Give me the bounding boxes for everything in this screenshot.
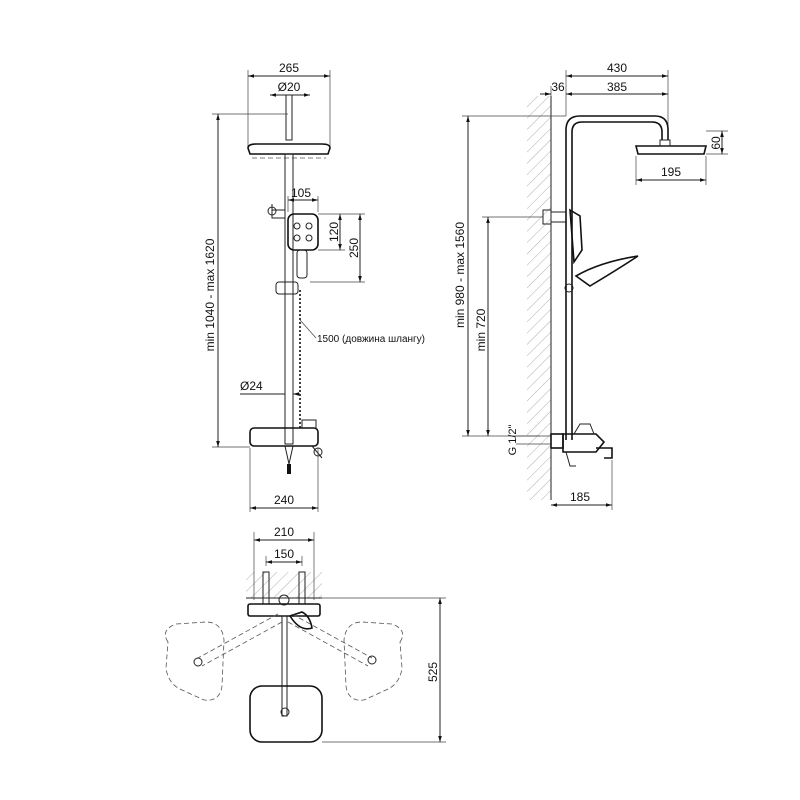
side-bracket-height-label: min 720 [474,308,488,351]
top-wall [246,572,322,598]
top-spout [288,611,313,630]
side-riser [565,115,669,440]
slider-bracket [275,281,299,295]
top-mixer [247,603,321,617]
top-projection-label: 525 [426,662,440,682]
front-pipe-diameter-label: Ø24 [240,379,263,393]
side-mixer [562,433,606,453]
side-hand-shower-flip [574,255,639,287]
side-view: 430 36 385 60 195 min 980 - max 1560 [453,61,728,510]
front-handshower-width-label: 105 [291,186,311,200]
front-view: 265 Ø20 105 120 250 [203,61,425,512]
side-shower-head [634,145,708,155]
side-arm-length-label: 385 [607,80,627,94]
front-handshower-total-label: 250 [347,238,361,258]
front-mixer-width-label: 240 [274,493,294,507]
front-handshower-height-label: 120 [327,222,341,242]
front-hose-length-label: 1500 (довжина шлангу) [317,334,425,345]
top-head-right [343,621,404,701]
shower-head [247,143,331,155]
wall [527,96,551,500]
mixer-body [249,427,319,447]
side-head-height-label: 60 [709,136,723,150]
front-head-width-label: 265 [279,61,299,75]
side-thread-label: G 1/2" [507,425,519,456]
top-head-left [164,621,225,701]
side-total-reach-label: 430 [607,61,627,75]
side-height-range-label: min 980 - max 1560 [453,222,467,328]
front-arm-diameter-label: Ø20 [278,80,301,94]
top-inlet-spacing-label: 150 [274,547,294,561]
top-view: 210 150 525 [164,525,446,743]
top-head-center [249,685,323,743]
side-hand-shower [569,208,583,265]
side-head-width-label: 195 [661,165,681,179]
front-height-range-label: min 1040 - max 1620 [203,238,217,351]
side-wall-offset-label: 36 [551,80,565,94]
riser-pipe [284,153,294,445]
side-mixer-depth-label: 185 [570,490,590,504]
top-fitting-width-label: 210 [274,525,294,539]
shower-arm [285,94,293,141]
